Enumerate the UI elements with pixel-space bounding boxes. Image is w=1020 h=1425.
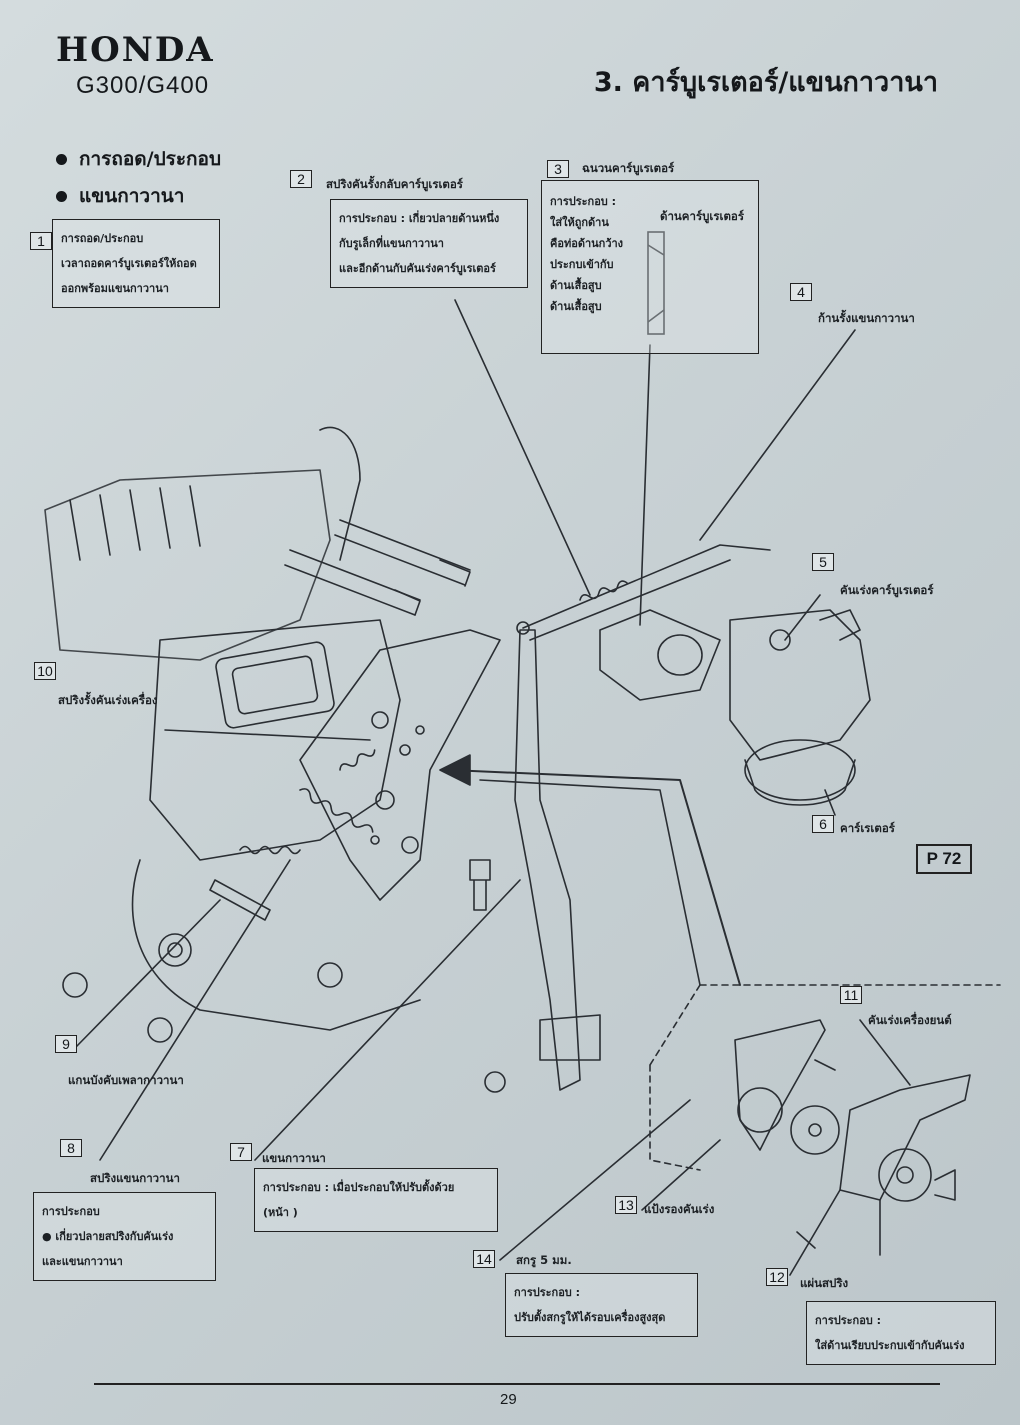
- label-spring-plate: แผ่นสปริง: [800, 1276, 849, 1290]
- bullet-governor-arm: แขนกาวานา: [56, 181, 184, 211]
- note-box-spring-plate: การประกอบ : ใส่ด้านเรียบประกบเข้ากับคันเ…: [806, 1301, 996, 1365]
- page-reference: P 72: [916, 844, 972, 874]
- label-carb-return-spring: สปริงคันรั้งกลับคาร์บูเรเตอร์: [326, 177, 463, 191]
- callout-number: 4: [790, 283, 812, 301]
- note-box-governor-spring: การประกอบ ● เกี่ยวปลายสปริงกับคันเร่ง แล…: [33, 1192, 216, 1281]
- bullet-disassembly: การถอด/ประกอบ: [56, 144, 221, 174]
- brand-logo: HONDA: [56, 30, 215, 70]
- page-number: 29: [500, 1391, 517, 1408]
- label-screw-5mm: สกรู 5 มม.: [516, 1253, 572, 1267]
- note-box-return-spring: การประกอบ : เกี่ยวปลายด้านหนึ่ง กับรูเล็…: [330, 199, 528, 288]
- callout-number: 3: [547, 160, 569, 178]
- label-governor-rod: ก้านรั้งแขนกาวานา: [818, 311, 915, 325]
- callout-number: 14: [473, 1250, 495, 1268]
- section-title: 3. คาร์บูเรเตอร์/แขนกาวานา: [593, 67, 938, 98]
- label-carburetor: คาร์เรเตอร์: [840, 821, 895, 835]
- callout-number: 9: [55, 1035, 77, 1053]
- callout-number: 12: [766, 1268, 788, 1286]
- callout-number: 6: [812, 815, 834, 833]
- note-box-governor-arm: การประกอบ : เมื่อประกอบให้ปรับตั้งด้วย (…: [254, 1168, 498, 1232]
- bullet-dot-icon: [56, 191, 67, 202]
- callout-number: 10: [34, 662, 56, 680]
- callout-number: 1: [30, 232, 52, 250]
- note-box-disassembly: การถอด/ประกอบ เวลาถอดคาร์บูเรเตอร์ให้ถอด…: [52, 219, 220, 308]
- model-name: G300/G400: [76, 72, 210, 99]
- footer-rule: [94, 1383, 940, 1385]
- callout-number: 7: [230, 1143, 252, 1161]
- label-carb-insulator: ฉนวนคาร์บูเรเตอร์: [582, 161, 675, 175]
- label-carb-throttle-lever: คันเร่งคาร์บูเรเตอร์: [840, 583, 934, 597]
- bullet-dot-icon: [56, 154, 67, 165]
- label-governor-arm: แขนกาวานา: [262, 1151, 326, 1165]
- note-box-screw: การประกอบ : ปรับตั้งสกรูให้ได้รอบเครื่อง…: [505, 1273, 698, 1337]
- note-box-insulator: การประกอบ : ใส่ให้ถูกด้าน คือท่อด้านกว้า…: [541, 180, 759, 354]
- label-governor-shaft: แกนบังคับเพลากาวานา: [68, 1073, 184, 1087]
- callout-number: 5: [812, 553, 834, 571]
- label-throttle-washer: แป้งรองคันเร่ง: [644, 1202, 715, 1216]
- label-governor-spring: สปริงแขนกาวานา: [90, 1171, 180, 1185]
- callout-number: 13: [615, 1196, 637, 1214]
- callout-number: 2: [290, 170, 312, 188]
- callout-number: 8: [60, 1139, 82, 1157]
- callout-number: 11: [840, 986, 862, 1004]
- label-throttle-return-spring: สปริงรั้งคันเร่งเครื่อง: [58, 693, 158, 707]
- label-carb-side: ด้านคาร์บูเรเตอร์: [660, 209, 745, 223]
- label-engine-throttle-lever: คันเร่งเครื่องยนต์: [868, 1013, 952, 1027]
